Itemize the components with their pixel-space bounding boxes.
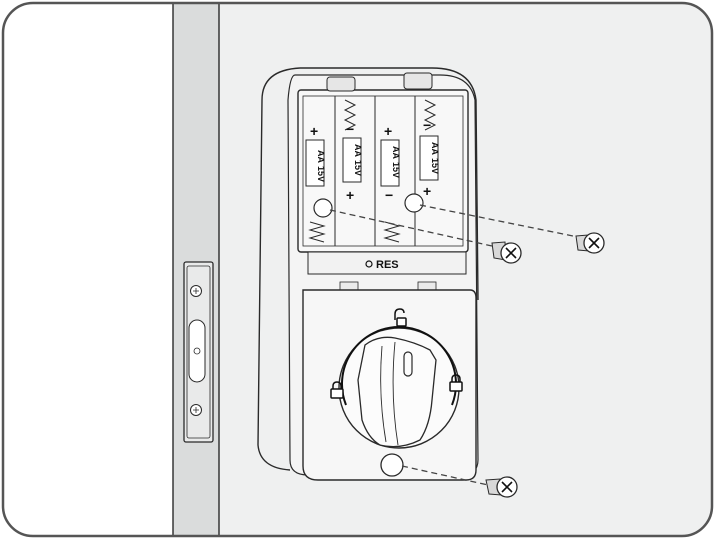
battery-2-label-box bbox=[342, 137, 362, 183]
battery-compartment: + − + + − − + AA 15V AA 15V AA 15V AA 15… bbox=[297, 72, 469, 253]
screw-icon-2 bbox=[575, 232, 605, 254]
battery-4-minus: − bbox=[423, 117, 431, 133]
lock-icon-right bbox=[449, 374, 463, 392]
screw-icon-1 bbox=[491, 241, 522, 264]
battery-1-plus: + bbox=[310, 123, 318, 139]
lock-body-outline bbox=[257, 67, 479, 471]
spring-3 bbox=[308, 221, 326, 243]
battery-4-voltage: 15V bbox=[430, 158, 440, 174]
thumb-turn-knob bbox=[357, 336, 437, 448]
spring-4 bbox=[383, 221, 401, 243]
thumb-turn-indicator bbox=[403, 351, 413, 377]
battery-1-type: AA bbox=[316, 150, 326, 163]
battery-1-label-box bbox=[305, 139, 325, 187]
housing-screw-hole bbox=[380, 453, 404, 477]
reset-button-icon bbox=[365, 260, 373, 268]
battery-3-minus: − bbox=[385, 187, 393, 203]
battery-1-voltage: 15V bbox=[316, 166, 326, 182]
battery-2-voltage: 15V bbox=[353, 160, 363, 176]
compartment-screw-hole-left bbox=[313, 198, 333, 218]
guide-line-2 bbox=[419, 204, 579, 238]
compartment-screw-hole-right bbox=[404, 193, 424, 213]
battery-3-type: AA bbox=[391, 146, 401, 159]
reset-strip bbox=[307, 251, 467, 275]
battery-3-plus: + bbox=[384, 123, 392, 139]
spring-1 bbox=[343, 99, 357, 131]
thumb-turn bbox=[338, 326, 460, 449]
battery-2-minus: − bbox=[346, 121, 354, 137]
battery-4-type: AA bbox=[430, 142, 440, 155]
screw-icon-3 bbox=[485, 476, 518, 498]
battery-3-label-box bbox=[380, 139, 400, 187]
battery-4-plus: + bbox=[423, 183, 431, 199]
spring-2 bbox=[423, 99, 437, 131]
battery-2-plus: + bbox=[346, 187, 354, 203]
reset-label: RES bbox=[376, 259, 399, 271]
strike-plate bbox=[183, 261, 214, 443]
strike-bolt-hole bbox=[188, 319, 206, 383]
battery-4-label-box bbox=[419, 135, 439, 181]
unlock-icon bbox=[394, 308, 407, 327]
battery-3-voltage: 15V bbox=[391, 162, 401, 178]
guide-line-3 bbox=[401, 465, 489, 486]
lock-icon-left bbox=[330, 381, 344, 399]
battery-2-type: AA bbox=[353, 144, 363, 157]
guide-line-1 bbox=[329, 209, 493, 247]
